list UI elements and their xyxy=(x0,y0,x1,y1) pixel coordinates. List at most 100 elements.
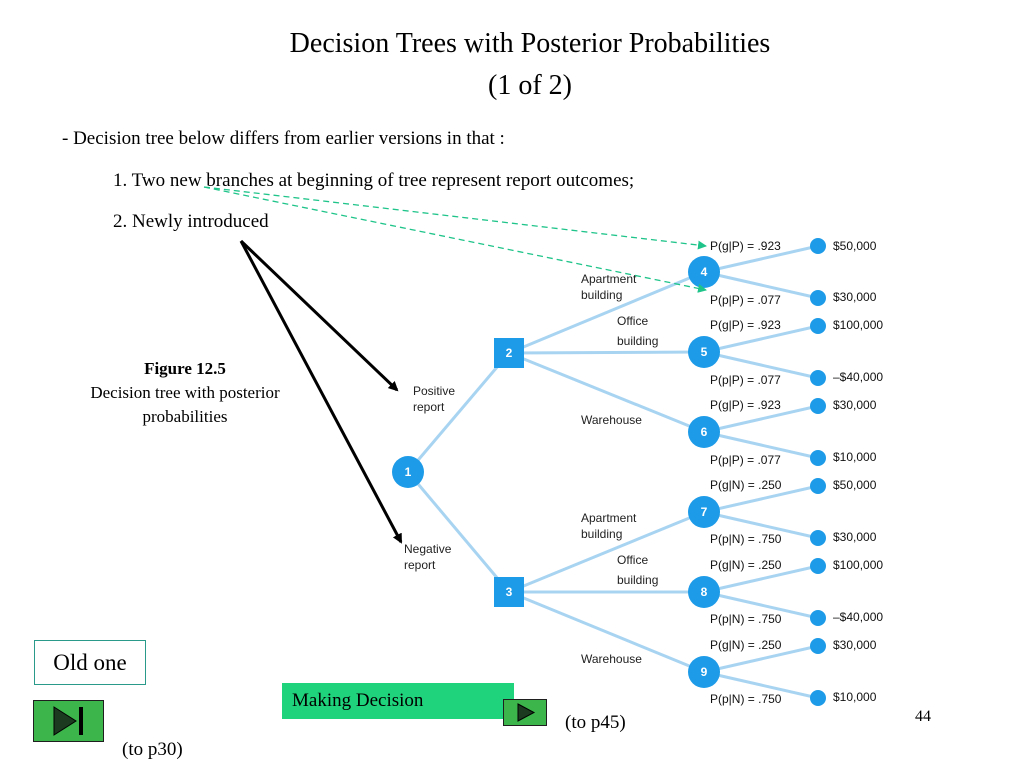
prob-good-4: P(g|P) = .923 xyxy=(710,239,781,253)
prob-good-9: P(g|N) = .250 xyxy=(710,638,782,652)
tree-branches xyxy=(406,244,819,700)
alt-warehouse-negative: Warehouse xyxy=(581,652,642,666)
decision-node-2: 2 xyxy=(494,338,524,368)
chance-node-9-label: 9 xyxy=(701,665,708,679)
payoff-poor-7: $30,000 xyxy=(833,530,877,544)
chance-node-5-label: 5 xyxy=(701,345,708,359)
branch-positive-report xyxy=(406,352,511,473)
prob-good-7: P(g|N) = .250 xyxy=(710,478,782,492)
alt-apartment-positive-2: building xyxy=(581,288,622,302)
prob-poor-8: P(p|N) = .750 xyxy=(710,612,782,626)
payoff-labels: $50,000 $30,000 $100,000 –$40,000 $30,00… xyxy=(833,239,883,704)
figure-caption-line2: probabilities xyxy=(142,407,228,426)
branch-office-positive xyxy=(508,350,705,355)
making-decision-link[interactable]: Making Decision xyxy=(282,683,514,719)
terminal-node xyxy=(810,450,826,466)
point-1-text: 1. Two new branches at beginning of tree… xyxy=(113,170,635,191)
prob-poor-9: P(p|N) = .750 xyxy=(710,692,782,706)
terminal-node xyxy=(810,690,826,706)
arrow-to-negative-report xyxy=(239,240,403,544)
terminal-node xyxy=(810,398,826,414)
alt-apartment-negative-1: Apartment xyxy=(581,511,637,525)
payoff-good-7: $50,000 xyxy=(833,478,877,492)
payoff-poor-9: $10,000 xyxy=(833,690,877,704)
chance-node-8-label: 8 xyxy=(701,585,708,599)
to-p45-label: (to p45) xyxy=(565,712,626,733)
point-2-text: 2. Newly introduced xyxy=(113,211,269,232)
old-one-link[interactable]: Old one xyxy=(34,640,146,685)
dashed-arrow-to-good-prob xyxy=(203,186,707,250)
payoff-poor-8: –$40,000 xyxy=(833,610,883,624)
page-number: 44 xyxy=(915,708,931,725)
arrow-to-positive-report xyxy=(239,239,399,392)
to-p30-label: (to p30) xyxy=(122,739,183,760)
intro-text: - Decision tree below differs from earli… xyxy=(62,128,505,149)
decision-node-3-label: 3 xyxy=(506,585,513,599)
play-end-icon xyxy=(53,706,83,736)
chance-node-4-label: 4 xyxy=(701,265,708,279)
payoff-good-9: $30,000 xyxy=(833,638,877,652)
play-icon xyxy=(517,703,536,722)
figure-caption-line1: Decision tree with posterior xyxy=(90,383,280,402)
alt-office-positive-2: building xyxy=(617,334,658,348)
terminal-node xyxy=(810,558,826,574)
prob-poor-6: P(p|P) = .077 xyxy=(710,453,781,467)
negative-report-label-1: Negative xyxy=(404,542,452,556)
prob-good-8: P(g|N) = .250 xyxy=(710,558,782,572)
terminal-node xyxy=(810,530,826,546)
chance-node-1-label: 1 xyxy=(405,465,412,479)
terminal-nodes xyxy=(810,238,826,706)
payoff-good-4: $50,000 xyxy=(833,239,877,253)
terminal-node xyxy=(810,238,826,254)
decision-node-3: 3 xyxy=(494,577,524,607)
chance-node-7-label: 7 xyxy=(701,505,708,519)
terminal-node xyxy=(810,478,826,494)
branch-apartment-negative xyxy=(508,510,705,594)
terminal-node xyxy=(810,318,826,334)
payoff-poor-6: $10,000 xyxy=(833,450,877,464)
to-p45-button[interactable] xyxy=(503,699,547,726)
prob-good-6: P(g|P) = .923 xyxy=(710,398,781,412)
back-to-p30-button[interactable] xyxy=(33,700,104,742)
chance-node-1: 1 xyxy=(392,456,424,488)
positive-report-label-1: Positive xyxy=(413,384,455,398)
terminal-node xyxy=(810,290,826,306)
branch-apartment-positive xyxy=(508,270,705,355)
report-labels: Positive report Negative report xyxy=(404,384,455,572)
branch-negative-report xyxy=(406,471,511,593)
alt-apartment-negative-2: building xyxy=(581,527,622,541)
payoff-poor-4: $30,000 xyxy=(833,290,877,304)
terminal-node xyxy=(810,370,826,386)
chance-node-6-label: 6 xyxy=(701,425,708,439)
chance-node-7: 7 xyxy=(688,496,720,528)
payoff-good-5: $100,000 xyxy=(833,318,883,332)
slide-title-line2: (1 of 2) xyxy=(488,70,572,101)
black-annotation-arrows xyxy=(239,239,403,544)
figure-caption: Figure 12.5 Decision tree with posterior… xyxy=(62,357,308,429)
alt-office-negative-1: Office xyxy=(617,553,648,567)
alternative-labels: Apartment building Office building Wareh… xyxy=(581,272,658,666)
figure-label: Figure 12.5 xyxy=(144,359,226,378)
terminal-node xyxy=(810,638,826,654)
alt-office-positive-1: Office xyxy=(617,314,648,328)
chance-node-5: 5 xyxy=(688,336,720,368)
prob-good-5: P(g|P) = .923 xyxy=(710,318,781,332)
positive-report-label-2: report xyxy=(413,400,445,414)
prob-poor-5: P(p|P) = .077 xyxy=(710,373,781,387)
chance-node-6: 6 xyxy=(688,416,720,448)
alt-office-negative-2: building xyxy=(617,573,658,587)
prob-poor-4: P(p|P) = .077 xyxy=(710,293,781,307)
prob-poor-7: P(p|N) = .750 xyxy=(710,532,782,546)
decision-node-2-label: 2 xyxy=(506,346,513,360)
alt-warehouse-positive: Warehouse xyxy=(581,413,642,427)
probability-labels: P(g|P) = .923 P(p|P) = .077 P(g|P) = .92… xyxy=(710,239,782,706)
dashed-arrow-to-poor-prob xyxy=(203,186,707,293)
branch-warehouse-negative xyxy=(508,590,705,674)
branch-warehouse-positive xyxy=(508,351,705,434)
payoff-poor-5: –$40,000 xyxy=(833,370,883,384)
payoff-good-8: $100,000 xyxy=(833,558,883,572)
payoff-good-6: $30,000 xyxy=(833,398,877,412)
dashed-annotation-arrows xyxy=(203,186,707,293)
negative-report-label-2: report xyxy=(404,558,436,572)
terminal-node xyxy=(810,610,826,626)
